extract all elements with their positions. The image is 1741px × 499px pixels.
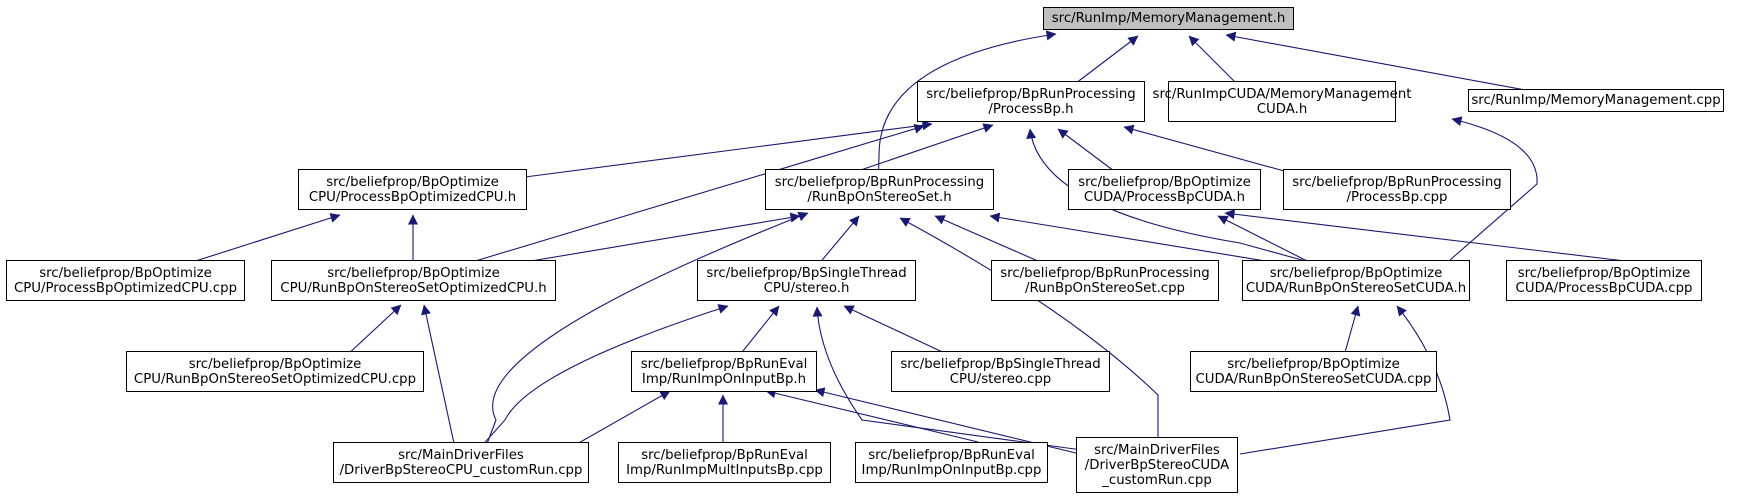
node-label-line: src/beliefprop/BpOptimize — [1269, 265, 1443, 281]
node-label-line: src/beliefprop/BpSingleThread — [706, 265, 907, 281]
node-label-line: CUDA/ProcessBpCUDA.cpp — [1515, 280, 1693, 296]
node-label-line: CUDA/RunBpOnStereoSetCUDA.cpp — [1195, 371, 1432, 387]
include-edge — [1123, 124, 1307, 178]
node-label-line: /DriverBpStereoCPU_customRun.cpp — [339, 462, 583, 478]
node-label-line: src/beliefprop/BpRunProcessing — [1292, 174, 1502, 190]
node-mm-h: src/RunImp/MemoryManagement.h — [1043, 7, 1294, 30]
include-edge — [899, 217, 1159, 447]
node-label-line: src/beliefprop/BpOptimize — [326, 174, 499, 190]
node-label-line: src/beliefprop/BpRunProcessing — [774, 174, 985, 190]
node-label-line: Imp/RunImpOnInputBp.cpp — [861, 462, 1042, 478]
node-label-line: src/beliefprop/BpSingleThread — [900, 356, 1101, 372]
include-edge — [1224, 209, 1651, 265]
include-edge — [817, 215, 860, 266]
node-label-line: CUDA.h — [1256, 101, 1308, 117]
node-label-line: src/beliefprop/BpRunProcessing — [926, 86, 1136, 102]
node-mm-cpp[interactable]: src/RunImp/MemoryManagement.cpp — [1468, 89, 1724, 112]
include-edge — [934, 215, 1048, 266]
node-label-line: /RunBpOnStereoSet.h — [807, 189, 952, 205]
include-edge — [461, 123, 925, 266]
node-runbp-cpp[interactable]: src/beliefprop/BpRunProcessing/RunBpOnSt… — [991, 260, 1219, 301]
include-edge — [812, 306, 1083, 451]
node-label-line: src/beliefprop/BpRunProcessing — [1000, 265, 1210, 281]
include-edge — [1225, 31, 1543, 94]
include-edges — [182, 30, 1651, 466]
node-label-line: src/RunImp/MemoryManagement.h — [1051, 11, 1286, 26]
node-processbp-cpp[interactable]: src/beliefprop/BpRunProcessing/ProcessBp… — [1283, 169, 1511, 210]
node-label-line: src/beliefprop/BpRunEval — [868, 447, 1035, 463]
node-driver-cuda[interactable]: src/MainDriverFiles/DriverBpStereoCUDA_c… — [1076, 437, 1238, 493]
include-edge — [842, 123, 994, 177]
node-label-line: Imp/RunImpMultInputsBp.cpp — [626, 462, 823, 478]
node-label-line: CPU/ProcessBpOptimizedCPU.cpp — [13, 280, 238, 296]
node-label-line: CUDA/ProcessBpCUDA.h — [1083, 189, 1246, 205]
node-label-line: CPU/ProcessBpOptimizedCPU.h — [308, 189, 517, 205]
node-label-line: src/beliefprop/BpOptimize — [327, 265, 500, 281]
node-label-line: src/beliefprop/BpOptimize — [1078, 174, 1251, 190]
node-label-line: _customRun.cpp — [1102, 472, 1212, 488]
node-processbp-h[interactable]: src/beliefprop/BpRunProcessing/ProcessBp… — [917, 81, 1145, 122]
node-runbp-h[interactable]: src/beliefprop/BpRunProcessing/RunBpOnSt… — [765, 169, 994, 210]
include-edge — [1188, 35, 1241, 88]
include-edge — [1343, 305, 1361, 357]
node-label-line: src/beliefprop/BpRunEval — [640, 356, 808, 372]
node-label-line: src/beliefprop/BpRunEval — [641, 447, 808, 463]
include-edge — [1441, 116, 1538, 268]
include-edge — [182, 213, 341, 266]
include-edge — [738, 305, 780, 357]
node-label-line: src/beliefprop/BpOptimize — [188, 356, 362, 372]
include-edge — [524, 120, 933, 178]
node-label-line: src/MainDriverFiles — [1094, 442, 1220, 458]
include-edge — [1217, 215, 1318, 267]
node-label-line: /DriverBpStereoCUDA — [1084, 457, 1230, 473]
node-label-line: src/RunImp/MemoryManagement.cpp — [1471, 93, 1721, 108]
node-driver-cpu[interactable]: src/MainDriverFiles/DriverBpStereoCPU_cu… — [333, 442, 589, 483]
node-label-line: src/MainDriverFiles — [398, 447, 524, 463]
node-label-line: /ProcessBp.h — [988, 101, 1074, 117]
include-edge — [843, 305, 952, 357]
include-edge — [512, 212, 801, 265]
node-label-line: CPU/RunBpOnStereoSetOptimizedCPU.h — [280, 280, 547, 296]
include-edge — [989, 212, 1291, 266]
node-label-line: CPU/stereo.h — [763, 280, 850, 296]
include-edge — [421, 304, 456, 449]
node-label-line: src/beliefprop/BpOptimize — [39, 265, 212, 281]
node-label-line: src/beliefprop/BpOptimize — [1227, 356, 1400, 372]
include-edge — [478, 211, 809, 466]
node-label-line: CPU/stereo.cpp — [949, 371, 1052, 387]
node-label-line: Imp/RunImpOnInputBp.h — [641, 371, 807, 387]
node-label-line: src/beliefprop/BpOptimize — [1517, 265, 1691, 281]
include-edge — [478, 304, 729, 450]
include-edge — [765, 388, 979, 443]
node-label-line: src/RunImpCUDA/MemoryManagement — [1152, 86, 1412, 102]
node-label-line: /RunBpOnStereoSet.cpp — [1024, 280, 1185, 296]
node-label-line: CPU/RunBpOnStereoSetOptimizedCPU.cpp — [133, 371, 417, 387]
include-edge — [345, 304, 402, 357]
node-label-line: /ProcessBp.cpp — [1346, 189, 1448, 205]
node-label-line: CUDA/RunBpOnStereoSetCUDA.h — [1245, 280, 1467, 296]
